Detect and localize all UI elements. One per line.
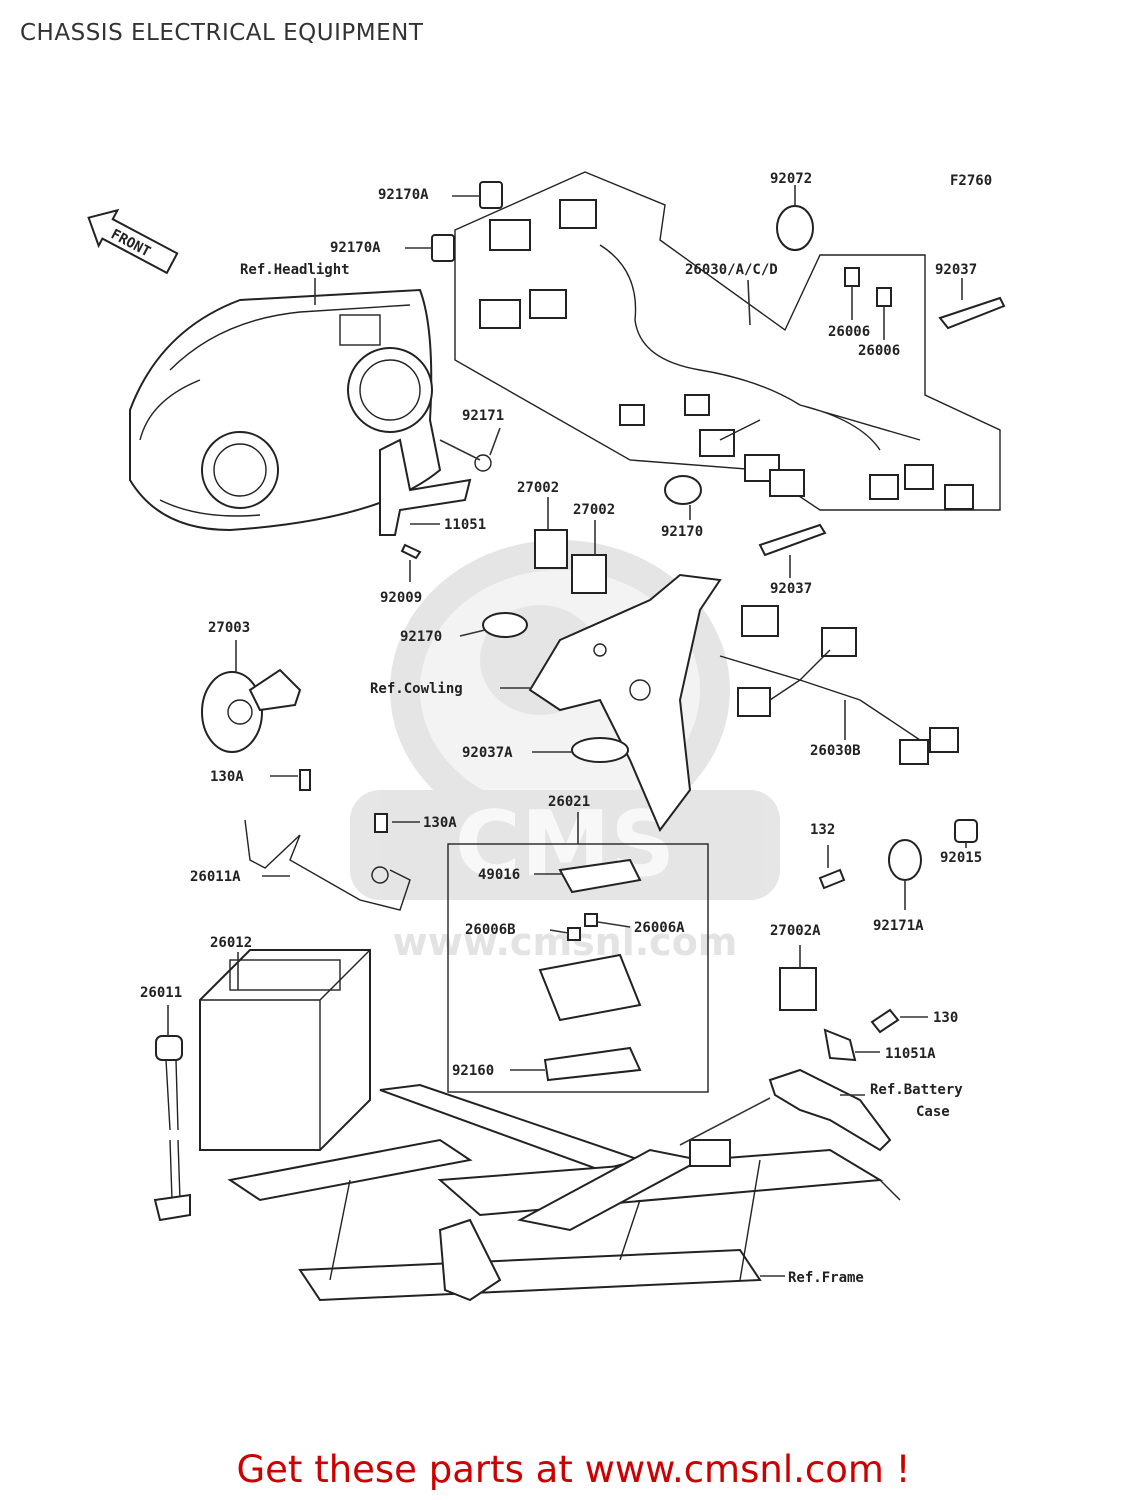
- sub-harness-26030b: [719, 605, 959, 765]
- label-27002-b: 27002: [573, 502, 615, 518]
- label-ref-frame: Ref.Frame: [788, 1270, 864, 1286]
- label-92160: 92160: [452, 1063, 494, 1079]
- label-ref-cowling: Ref.Cowling: [370, 681, 463, 697]
- label-49016: 49016: [478, 867, 520, 883]
- label-130: 130: [933, 1010, 958, 1026]
- label-130a-left: 130A: [210, 769, 244, 785]
- label-132: 132: [810, 822, 835, 838]
- label-92170a-lower: 92170A: [330, 240, 381, 256]
- label-ref-headlight: Ref.Headlight: [240, 262, 350, 278]
- label-92170-left: 92170: [400, 629, 442, 645]
- label-26030b: 26030B: [810, 743, 861, 759]
- label-27003: 27003: [208, 620, 250, 636]
- horn: [201, 668, 302, 753]
- battery-strap: [153, 1035, 191, 1222]
- label-92037a: 92037A: [462, 745, 513, 761]
- subframe: [227, 1083, 901, 1302]
- parts-diagram: CMS www.cmsnl.com FRONT F2760: [87, 171, 1006, 1302]
- cowling-bracket: [528, 573, 722, 832]
- label-130a-right: 130A: [423, 815, 457, 831]
- label-92072: 92072: [770, 171, 812, 187]
- label-92170-right: 92170: [661, 524, 703, 540]
- figure-code: F2760: [950, 173, 992, 189]
- watermark-url: www.cmsnl.com: [393, 920, 738, 964]
- label-26006b: 26006B: [465, 922, 516, 938]
- page-title: CHASSIS ELECTRICAL EQUIPMENT: [20, 20, 424, 46]
- battery: [199, 949, 371, 1151]
- label-26021: 26021: [548, 794, 590, 810]
- label-ref-battery-case: Case: [916, 1104, 950, 1120]
- footer-link[interactable]: Get these parts at www.cmsnl.com !: [236, 1448, 911, 1491]
- headlight-assembly: [129, 288, 442, 532]
- label-26006a: 26006A: [634, 920, 685, 936]
- label-26011a: 26011A: [190, 869, 241, 885]
- label-26011: 26011: [140, 985, 182, 1001]
- front-arrow-icon: FRONT: [87, 208, 179, 275]
- junction-box: [538, 858, 642, 1082]
- label-92009: 92009: [380, 590, 422, 606]
- label-92037-mid: 92037: [770, 581, 812, 597]
- label-26006-a: 26006: [828, 324, 870, 340]
- label-92171a: 92171A: [873, 918, 924, 934]
- label-92170a-upper: 92170A: [378, 187, 429, 203]
- label-92015: 92015: [940, 850, 982, 866]
- label-26030: 26030/A/C/D: [685, 262, 778, 278]
- label-11051a: 11051A: [885, 1046, 936, 1062]
- label-26012: 26012: [210, 935, 252, 951]
- label-92171: 92171: [462, 408, 504, 424]
- label-11051: 11051: [444, 517, 486, 533]
- label-26006-b: 26006: [858, 343, 900, 359]
- main-wiring-harness: [479, 199, 974, 510]
- label-92037-top: 92037: [935, 262, 977, 278]
- label-27002a: 27002A: [770, 923, 821, 939]
- label-27002-a: 27002: [517, 480, 559, 496]
- label-ref-battery: Ref.Battery: [870, 1082, 963, 1098]
